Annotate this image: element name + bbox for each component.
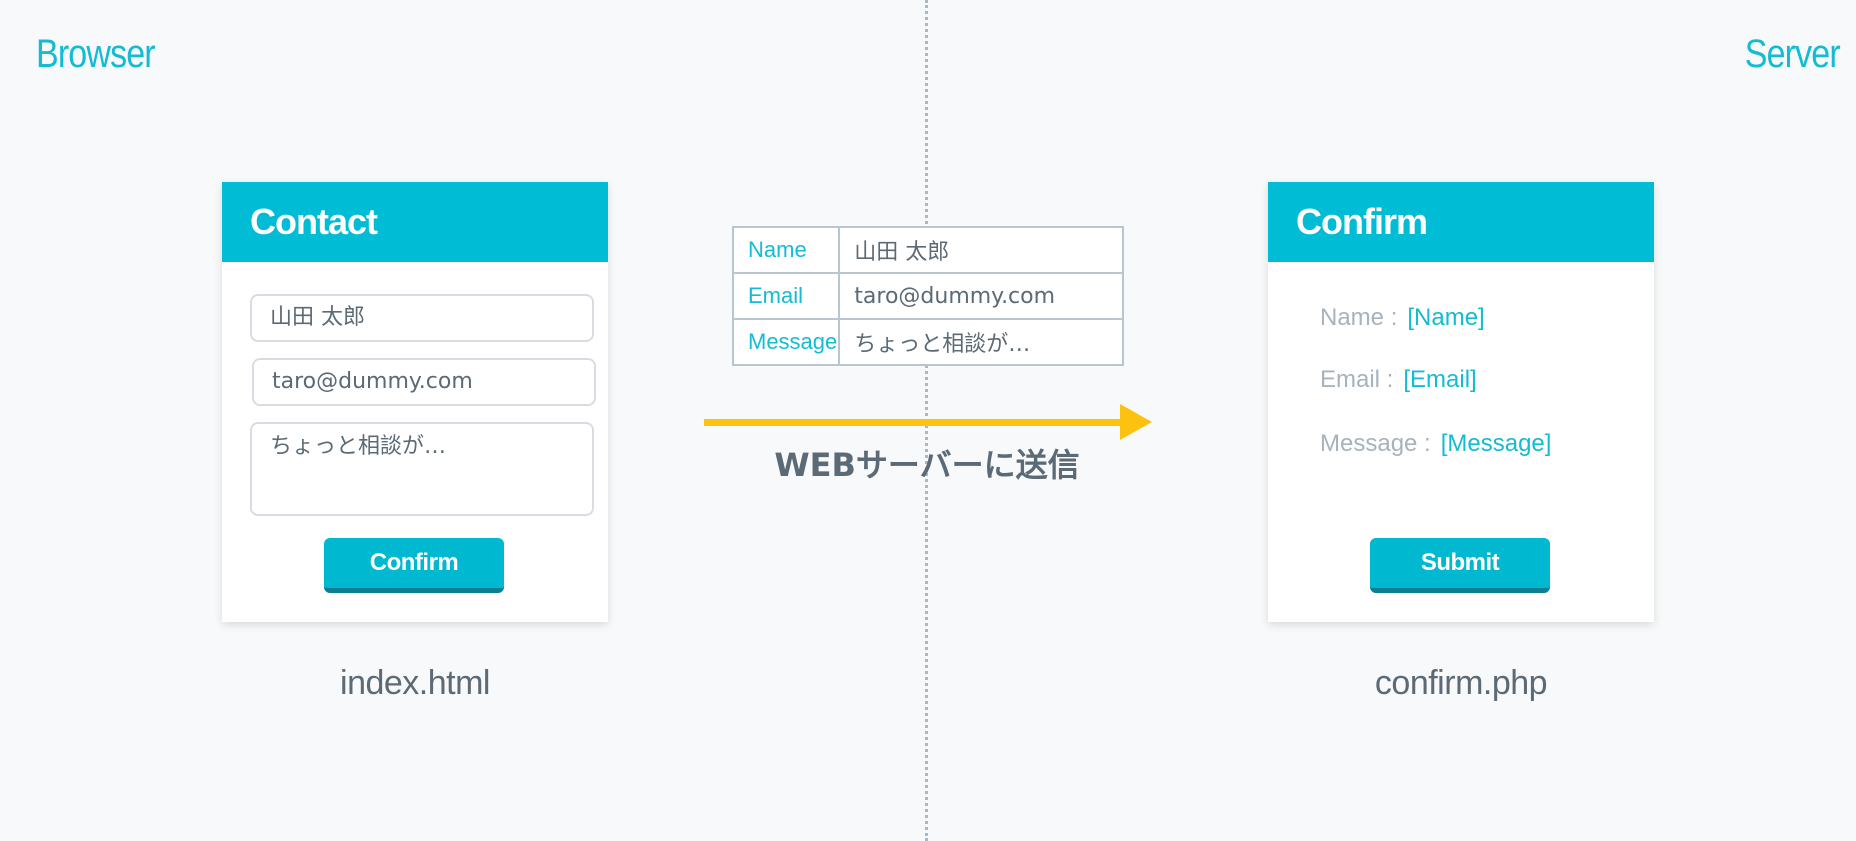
confirm-row-message: Message : [Message] bbox=[1320, 430, 1551, 458]
send-to-server-caption: WEBサーバーに送信 bbox=[774, 446, 1080, 484]
table-key: Name bbox=[731, 226, 841, 274]
submit-button[interactable]: Submit bbox=[1370, 538, 1550, 593]
confirm-php-label: confirm.php bbox=[1374, 664, 1548, 702]
confirm-row-email: Email : [Email] bbox=[1320, 366, 1477, 394]
confirm-value: [Name] bbox=[1407, 304, 1485, 331]
confirm-label: Name : bbox=[1320, 304, 1398, 331]
index-html-label: index.html bbox=[340, 664, 490, 702]
table-row: Message ちょっと相談が… bbox=[731, 318, 1125, 366]
confirm-button[interactable]: Confirm bbox=[324, 538, 504, 593]
table-value: taro@dummy.com bbox=[838, 272, 1125, 320]
table-value: ちょっと相談が… bbox=[838, 318, 1125, 366]
confirm-card-title: Confirm bbox=[1268, 182, 1654, 262]
table-key: Message bbox=[731, 318, 841, 366]
name-field[interactable]: 山田 太郎 bbox=[250, 294, 594, 342]
confirm-row-name: Name : [Name] bbox=[1320, 304, 1485, 332]
server-label: Server bbox=[1744, 32, 1841, 76]
send-arrow-icon bbox=[704, 404, 1152, 440]
table-value: 山田 太郎 bbox=[838, 226, 1125, 274]
table-row: Email taro@dummy.com bbox=[731, 272, 1125, 320]
browser-label: Browser bbox=[36, 32, 156, 76]
confirm-label: Email : bbox=[1320, 366, 1394, 393]
confirm-label: Message : bbox=[1320, 430, 1431, 457]
confirm-value: [Email] bbox=[1403, 366, 1477, 393]
email-field[interactable]: taro@dummy.com bbox=[252, 358, 596, 406]
transfer-data-table: Name 山田 太郎 Email taro@dummy.com Message … bbox=[731, 226, 1125, 366]
table-key: Email bbox=[731, 272, 841, 320]
confirm-card: Confirm Name : [Name] Email : [Email] Mess… bbox=[1268, 182, 1654, 622]
confirm-value: [Message] bbox=[1440, 430, 1552, 457]
table-row: Name 山田 太郎 bbox=[731, 226, 1125, 274]
message-field[interactable]: ちょっと相談が… bbox=[250, 422, 594, 516]
contact-card-title: Contact bbox=[222, 182, 608, 262]
contact-form-card: Contact 山田 太郎 taro@dummy.com ちょっと相談が… Co… bbox=[222, 182, 608, 622]
